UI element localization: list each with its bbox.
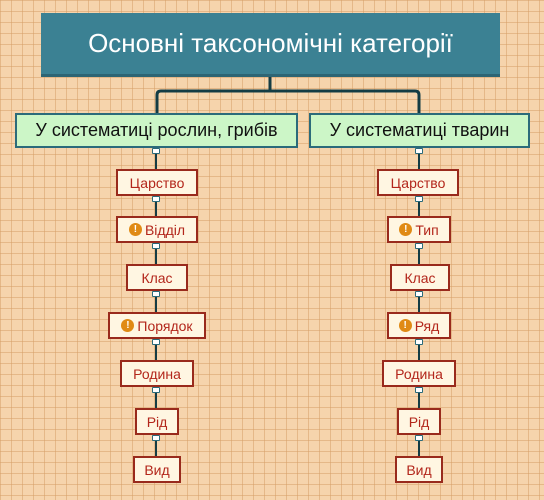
collapse-toggle-icon[interactable]	[415, 435, 423, 441]
node-label: Клас	[404, 269, 436, 286]
warning-icon: !	[128, 223, 142, 236]
branch-animals[interactable]: У систематиці тварин	[309, 113, 530, 148]
node-class[interactable]: Клас	[390, 264, 450, 291]
collapse-toggle-icon[interactable]	[415, 291, 423, 297]
node-label: Рід	[146, 413, 168, 430]
collapse-toggle-icon[interactable]	[152, 291, 160, 297]
node-label: Царство	[129, 174, 185, 191]
collapse-toggle-icon[interactable]	[415, 339, 423, 345]
node-label: Порядок	[137, 317, 193, 334]
warning-icon: !	[121, 319, 135, 332]
diagram-title: Основні таксономічні категорії	[41, 13, 500, 77]
branch-plants-fungi[interactable]: У систематиці рослин, грибів	[15, 113, 298, 148]
node-label: Царство	[390, 174, 446, 191]
collapse-toggle-icon[interactable]	[415, 243, 423, 249]
node-division[interactable]: ! Відділ	[116, 216, 198, 243]
node-class[interactable]: Клас	[126, 264, 188, 291]
node-label: Родина	[395, 365, 443, 382]
node-label: Родина	[133, 365, 181, 382]
node-kingdom[interactable]: Царство	[116, 169, 198, 196]
node-family[interactable]: Родина	[120, 360, 194, 387]
collapse-toggle-icon[interactable]	[415, 148, 423, 154]
collapse-toggle-icon[interactable]	[152, 243, 160, 249]
collapse-toggle-icon[interactable]	[415, 387, 423, 393]
node-label: Вид	[406, 461, 432, 478]
node-phylum[interactable]: ! Тип	[387, 216, 451, 243]
collapse-toggle-icon[interactable]	[415, 196, 423, 202]
root-connector	[155, 77, 421, 113]
node-genus[interactable]: Рід	[397, 408, 441, 435]
node-kingdom[interactable]: Царство	[377, 169, 459, 196]
node-family[interactable]: Родина	[382, 360, 456, 387]
warning-icon: !	[399, 223, 413, 236]
collapse-toggle-icon[interactable]	[152, 435, 160, 441]
collapse-toggle-icon[interactable]	[152, 196, 160, 202]
node-label: Клас	[141, 269, 173, 286]
node-order[interactable]: ! Ряд	[387, 312, 451, 339]
warning-icon: !	[398, 319, 412, 332]
node-label: Ряд	[414, 317, 440, 334]
node-label: Тип	[415, 221, 439, 238]
node-label: Відділ	[144, 221, 186, 238]
node-label: Вид	[144, 461, 170, 478]
node-species[interactable]: Вид	[133, 456, 181, 483]
node-species[interactable]: Вид	[395, 456, 443, 483]
collapse-toggle-icon[interactable]	[152, 387, 160, 393]
node-order[interactable]: ! Порядок	[108, 312, 206, 339]
node-genus[interactable]: Рід	[135, 408, 179, 435]
collapse-toggle-icon[interactable]	[152, 339, 160, 345]
collapse-toggle-icon[interactable]	[152, 148, 160, 154]
node-label: Рід	[408, 413, 430, 430]
